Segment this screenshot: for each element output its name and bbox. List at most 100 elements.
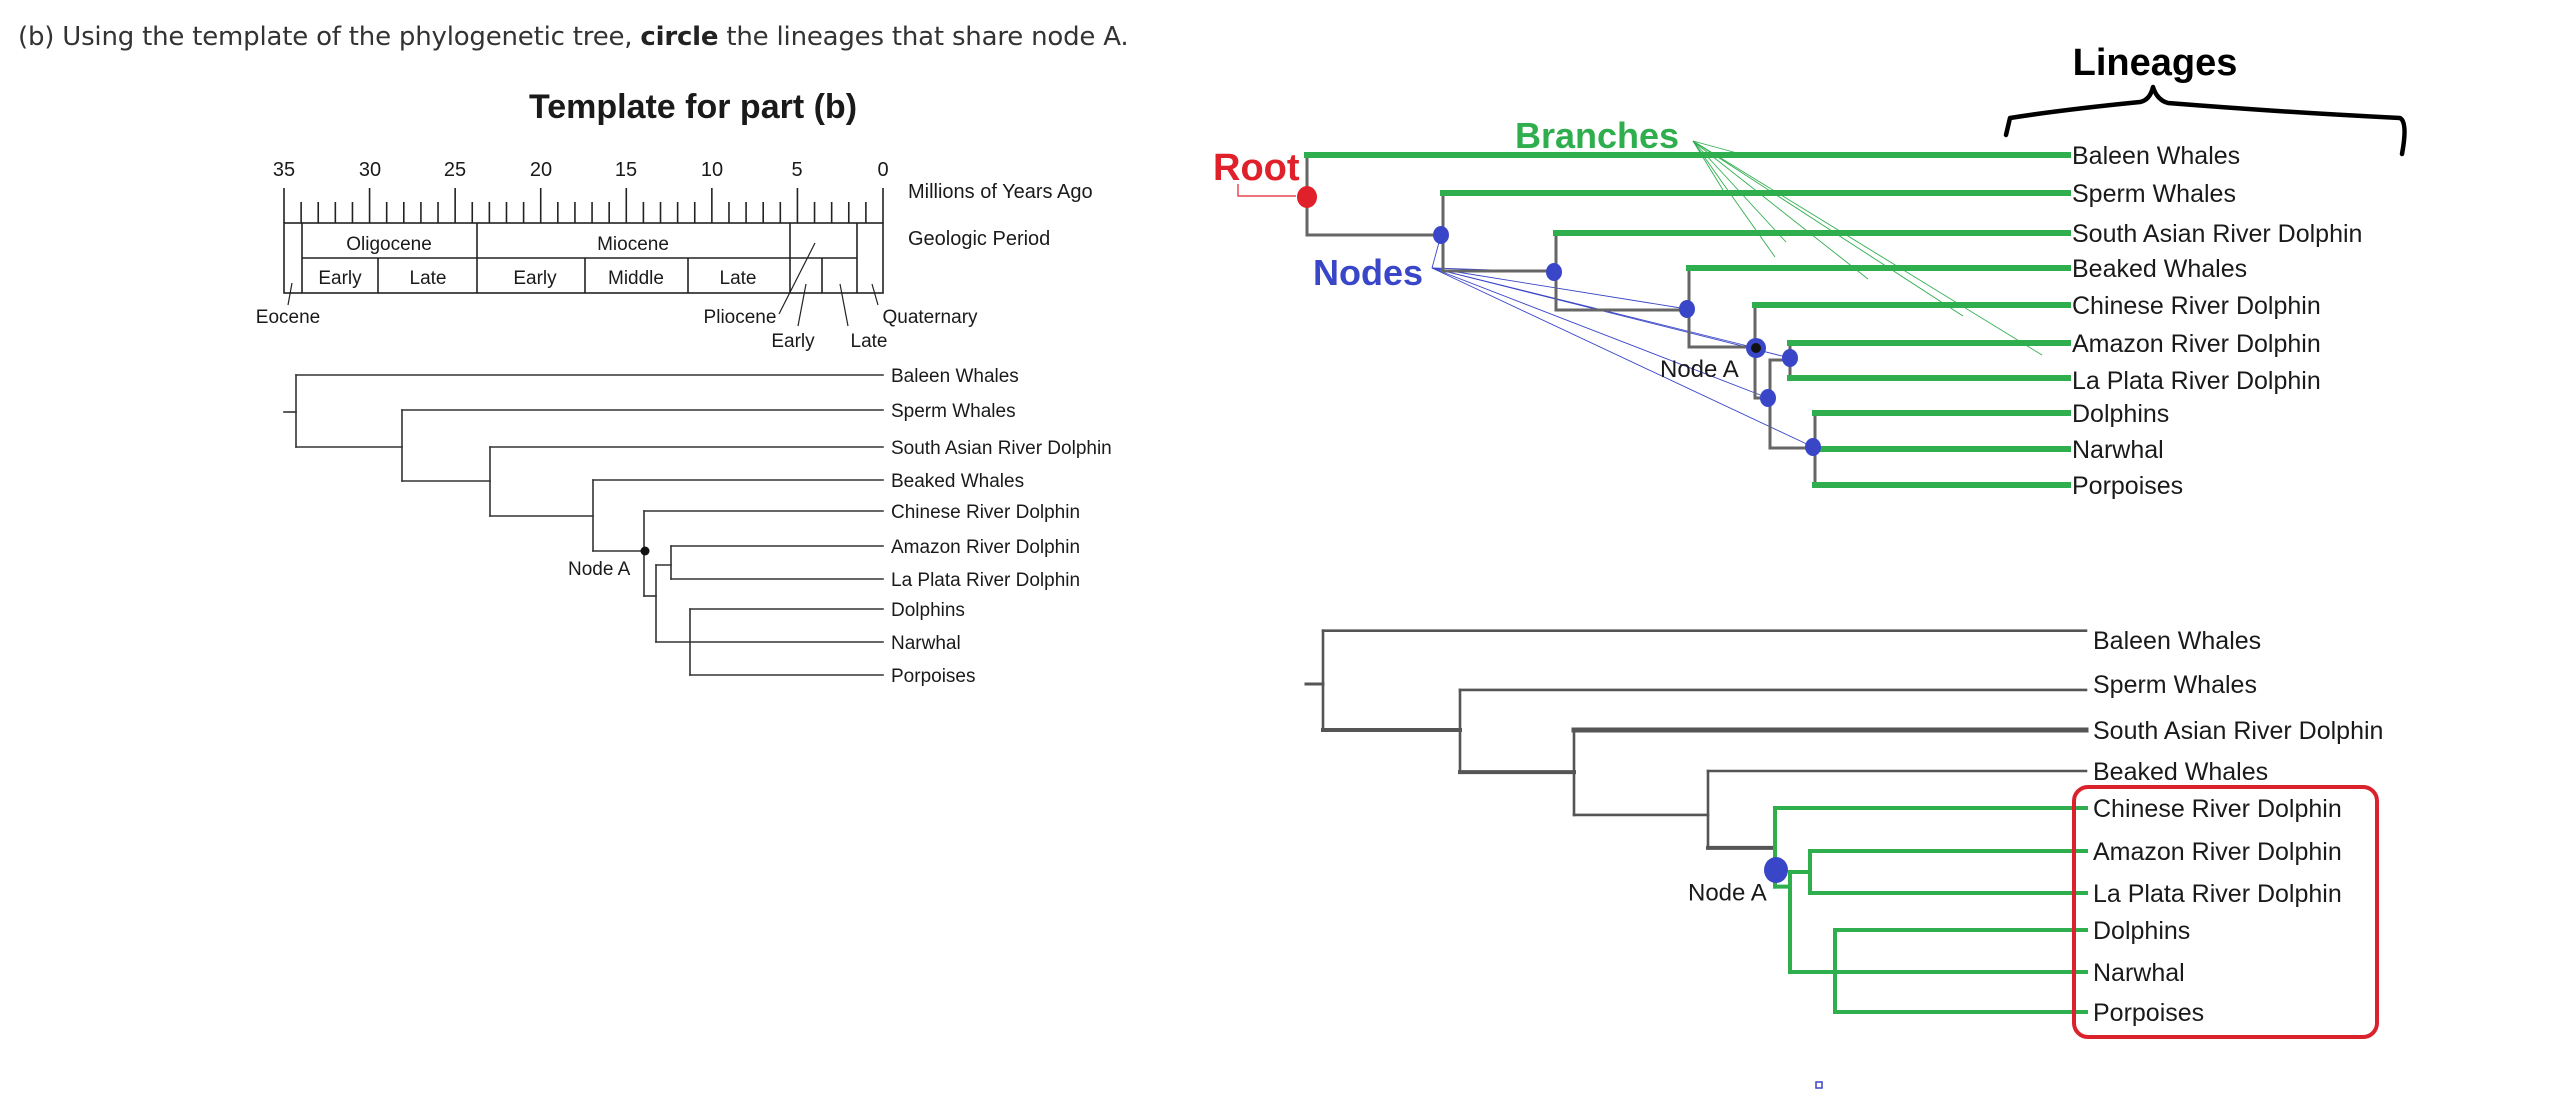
nodes-pointer-lines <box>1431 234 1814 448</box>
lineage-label: Baleen Whales <box>891 366 1019 387</box>
lineage-label: Sperm Whales <box>2093 671 2257 699</box>
branch-pointer-line <box>1692 140 1776 258</box>
node-pointer-line <box>1431 267 1688 310</box>
branch-pointer-line <box>1692 140 1964 317</box>
lineage-label: Beaked Whales <box>891 471 1024 492</box>
lineage-label: South Asian River Dolphin <box>891 438 1112 459</box>
branch-pointer-line <box>1692 140 1738 154</box>
lineage-label: Sperm Whales <box>891 401 1016 422</box>
axis-tick-label: 25 <box>444 159 466 181</box>
period-label-miocene-middle: Middle <box>608 268 664 289</box>
lineage-label: Dolphins <box>2072 400 2169 428</box>
period-labels: Oligocene Miocene Early Late Early Middl… <box>256 234 978 352</box>
lineages-brace <box>2003 84 2407 157</box>
axis-tick-label: 35 <box>273 159 295 181</box>
period-label-oligocene-late: Late <box>410 268 447 289</box>
lineage-label: Amazon River Dolphin <box>891 537 1080 558</box>
branch-pointer-line <box>1692 140 1869 280</box>
node-a-marker <box>640 546 650 556</box>
branches-pointer-lines <box>1692 140 2043 356</box>
node-a-label: Node A <box>1660 356 1739 383</box>
branches-label: Branches <box>1515 115 1679 156</box>
period-label-pliocene-late: Late <box>851 331 888 352</box>
node-pointer-line <box>1431 267 1769 399</box>
prompt-emphasis: circle <box>640 22 719 52</box>
period-label-pliocene: Pliocene <box>704 307 777 328</box>
axis-tick-labels: 35 30 25 20 15 10 5 0 <box>273 159 889 181</box>
prompt-suffix: the lineages that share node A. <box>718 22 1129 52</box>
prompt-prefix: (b) Using the template of the phylogenet… <box>18 22 641 52</box>
axis-tick-label: 30 <box>359 159 381 181</box>
pliocene-early-leader <box>797 283 807 327</box>
node-marker <box>1433 226 1449 244</box>
node-a-label: Node A <box>1688 880 1767 907</box>
eocene-leader <box>287 282 293 306</box>
root-label: Root <box>1213 147 1300 189</box>
geologic-period-label: Geologic Period <box>908 228 1050 250</box>
period-label-oligocene-early: Early <box>318 268 362 289</box>
lineage-label: Porpoises <box>891 666 976 687</box>
period-label-quaternary: Quaternary <box>882 307 978 328</box>
root-node-marker <box>1297 186 1317 208</box>
lineage-label: South Asian River Dolphin <box>2072 220 2362 248</box>
lineage-label: La Plata River Dolphin <box>2072 367 2321 395</box>
pliocene-late-leader <box>839 283 849 327</box>
lineage-label: Baleen Whales <box>2093 627 2261 655</box>
axis-side-labels: Millions of Years Ago Geologic Period <box>908 181 1093 250</box>
node-marker <box>1760 389 1776 407</box>
lineage-label: Beaked Whales <box>2093 758 2268 786</box>
lineage-label: Baleen Whales <box>2072 142 2240 170</box>
pliocene-leader <box>778 242 816 315</box>
root-leader-line <box>1237 184 1296 197</box>
lineage-label: Amazon River Dolphin <box>2072 330 2321 358</box>
lineage-label: Narwhal <box>2072 436 2164 464</box>
geologic-period-table <box>283 222 884 327</box>
lineages-label: Lineages <box>2073 42 2238 84</box>
lineage-label: La Plata River Dolphin <box>891 570 1080 591</box>
lineage-label: Dolphins <box>891 600 965 621</box>
axis-tick-label: 20 <box>530 159 552 181</box>
lineage-label: Amazon River Dolphin <box>2093 838 2342 866</box>
axis-unit-label: Millions of Years Ago <box>908 181 1093 203</box>
stray-marker <box>1815 1081 1823 1089</box>
question-prompt: (b) Using the template of the phylogenet… <box>18 22 1129 52</box>
lineage-label: Beaked Whales <box>2072 255 2247 283</box>
period-label-miocene-early: Early <box>513 268 557 289</box>
period-label-pliocene-early: Early <box>771 331 815 352</box>
node-pointer-line <box>1431 267 1791 359</box>
axis-tick-label: 15 <box>615 159 637 181</box>
node-a-label: Node A <box>568 559 631 580</box>
node-marker <box>1546 263 1562 281</box>
period-label-eocene: Eocene <box>256 307 320 328</box>
lineage-label: Porpoises <box>2093 999 2204 1027</box>
lineage-label: Narwhal <box>891 633 961 654</box>
lineage-label: Chinese River Dolphin <box>891 502 1080 523</box>
period-label-miocene: Miocene <box>597 234 669 255</box>
axis-tick-label: 0 <box>877 159 888 181</box>
node-a-marker <box>1764 857 1788 883</box>
branch-pointer-line <box>1692 140 2043 356</box>
period-box-outline <box>283 222 884 294</box>
template-panel: Template for part (b) 35 30 25 20 15 10 … <box>256 88 1112 687</box>
node-marker <box>1782 349 1798 367</box>
branch-pointer-line <box>1692 140 1724 191</box>
lineage-label: South Asian River Dolphin <box>2093 717 2383 745</box>
lineage-label: La Plata River Dolphin <box>2093 880 2342 908</box>
period-label-miocene-late: Late <box>720 268 757 289</box>
axis-tick-label: 5 <box>791 159 802 181</box>
lineage-label: Porpoises <box>2072 472 2183 500</box>
lineage-label: Narwhal <box>2093 959 2185 987</box>
node-a-lineages-circle <box>2072 785 2379 1039</box>
node-a-core <box>1751 343 1761 353</box>
lineage-label: Chinese River Dolphin <box>2072 292 2321 320</box>
node-marker <box>1805 438 1821 456</box>
axis-ticks <box>283 188 884 223</box>
lineage-label: Sperm Whales <box>2072 180 2236 208</box>
axis-tick-label: 10 <box>701 159 723 181</box>
